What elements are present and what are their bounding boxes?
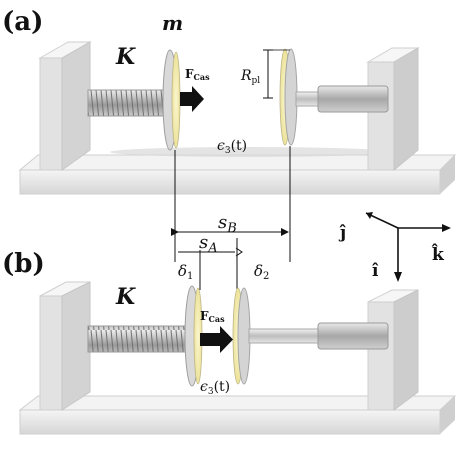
frame-right-wall-b [367,289,419,411]
permittivity-label-b: ϵ3(t) [200,379,230,397]
panel-a-label: (a) [2,7,43,37]
axis-j-label: ĵ [338,223,346,243]
sep-B-sub: B [226,221,237,236]
plate-radius-main: R [240,68,252,84]
cylinder-a [317,85,389,113]
delta1-sub: 1 [187,271,193,282]
dimension-lines [171,146,291,290]
rod-b [248,328,324,344]
permittivity-main-b: ϵ [200,379,208,395]
frame-left-wall-a [38,41,92,171]
sep-B-label: sB [218,212,237,236]
delta2-sub: 2 [263,271,269,282]
plate-radius-label: Rpl [240,68,260,86]
permittivity-arg-a: (t) [231,138,248,154]
panel-b [18,281,457,435]
frame-base-a [18,147,457,195]
delta2-main: δ [254,262,263,280]
delta1-label: δ1 [178,262,193,282]
panel-a [18,41,457,195]
frame-left-wall-b [39,281,91,411]
casimir-force-main-a: F [185,67,194,81]
axis-k-label: k̂ [431,244,445,265]
fixed-plate-a [279,48,298,146]
casimir-force-arrow-b [200,326,233,353]
permittivity-arg-b: (t) [214,379,231,395]
casimir-force-label-b: FCas [200,309,225,324]
panel-b-label: (b) [2,249,45,279]
permittivity-sub-a: 3 [225,146,231,156]
casimir-force-main-b: F [200,309,209,323]
spring-b [87,325,191,353]
mass-label: m [162,11,183,35]
spring-constant-label-b: K [115,284,136,310]
casimir-force-sub-a: Cas [194,72,211,82]
sep-A-sub: A [207,241,217,256]
permittivity-main-a: ϵ [217,138,225,154]
frame-base-b [18,395,457,435]
casimir-force-arrow-a [180,86,204,112]
coordinate-axes [365,212,451,282]
sep-B-main: s [218,212,227,233]
cylinder-b [317,322,389,350]
casimir-force-sub-b: Cas [209,314,226,324]
frame-right-wall-a [366,47,420,172]
plate-radius-sub: pl [252,76,261,86]
fixed-plate-b [232,287,251,385]
casimir-force-label-a: FCas [185,67,210,82]
movable-plate-a [162,49,181,151]
axis-i-label: î [372,261,379,281]
delta2-label: δ2 [254,262,269,282]
plate-radius-marker [263,49,290,99]
spring-constant-label-a: K [115,44,136,70]
sep-A-main: s [199,232,208,253]
delta1-main: δ [178,262,187,280]
movable-plate-b [184,285,203,387]
spring-a [87,89,171,117]
permittivity-label-a: ϵ3(t) [217,138,247,156]
permittivity-sub-b: 3 [208,387,214,397]
sep-A-label: sA [199,232,218,256]
